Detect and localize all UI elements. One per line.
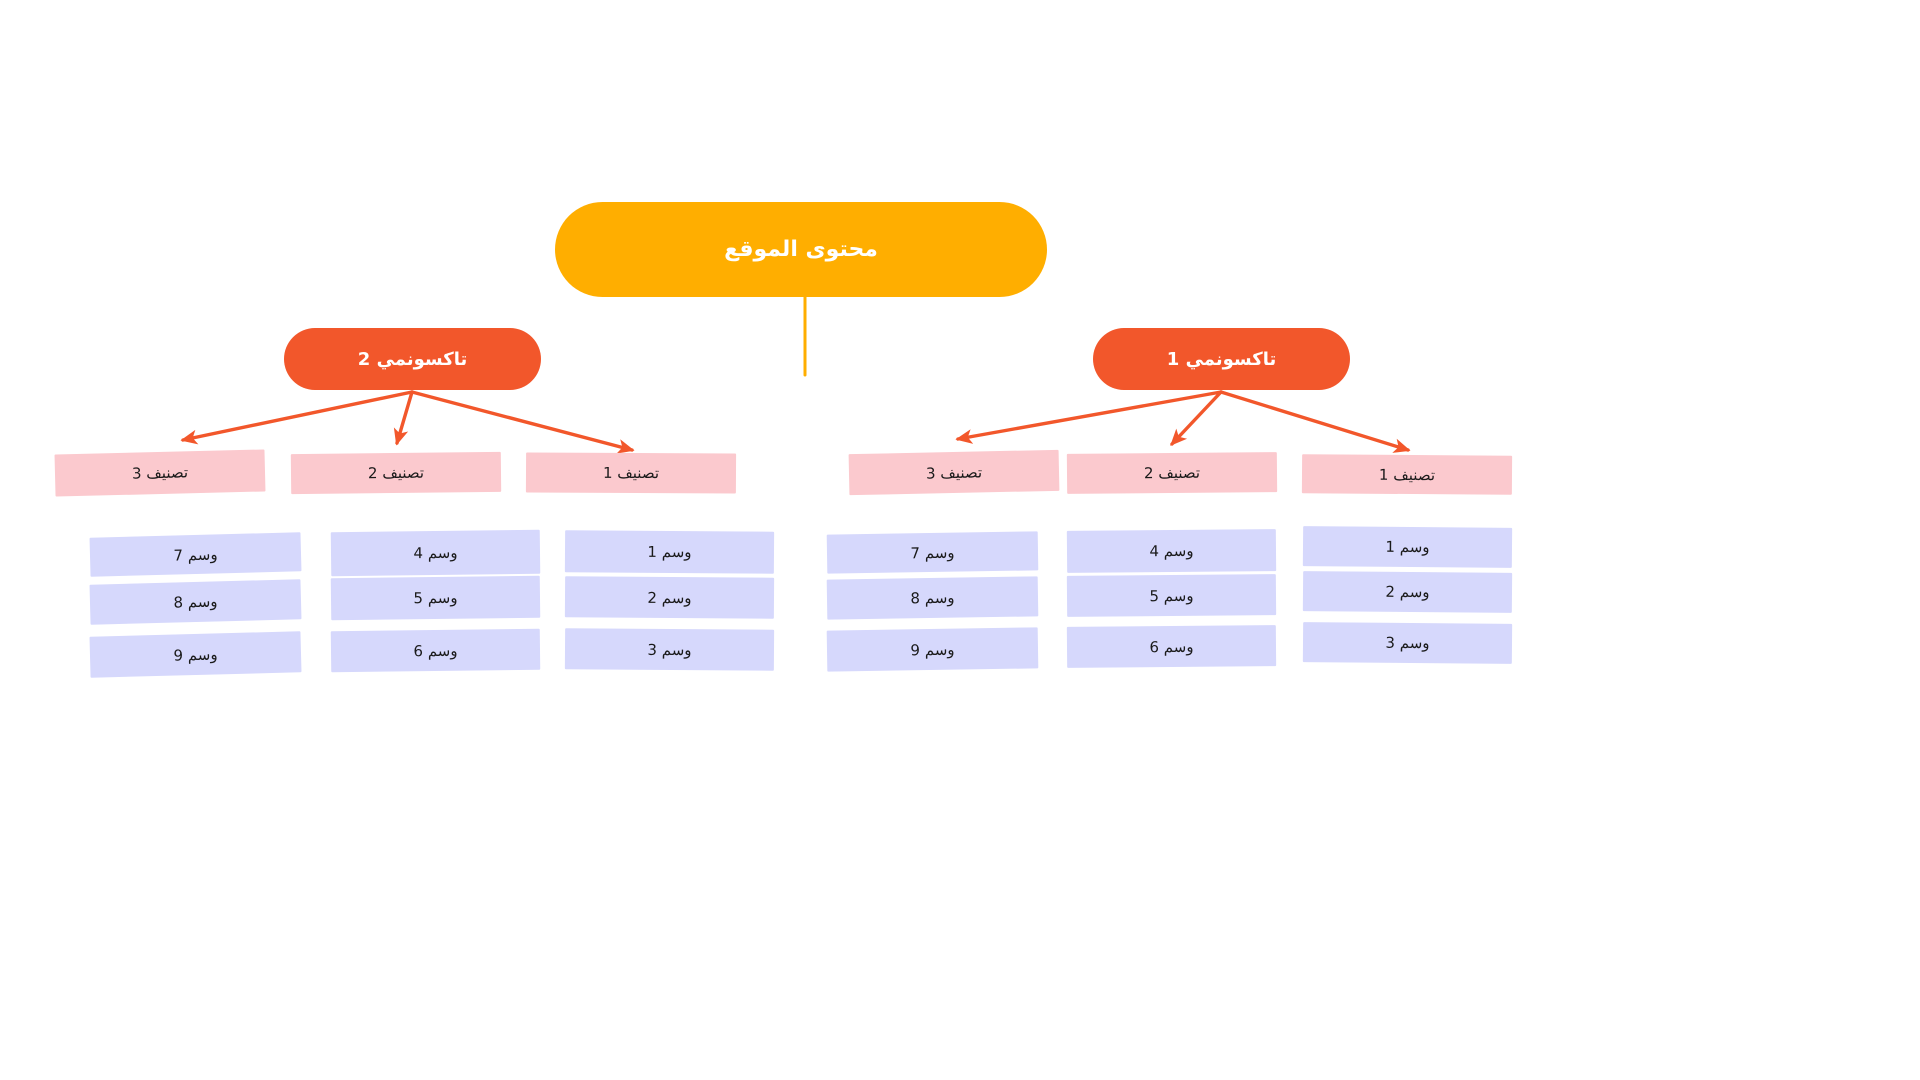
tag-box-label: وسم 2: [1385, 582, 1430, 602]
classification-box-label: تصنيف 3: [131, 463, 189, 483]
tag-box-label: وسم 7: [173, 544, 218, 565]
classification-box-label: تصنيف 1: [602, 463, 660, 483]
tag-box[interactable]: وسم 8: [89, 579, 302, 625]
tag-box-label: وسم 3: [1385, 633, 1430, 653]
root-node[interactable]: محتوى الموقع: [555, 202, 1047, 297]
taxonomy-node-1[interactable]: تاكسونمي 2: [284, 328, 541, 390]
classification-box[interactable]: تصنيف 1: [1301, 454, 1513, 495]
tag-box-label: وسم 3: [647, 640, 692, 659]
tag-box-label: وسم 7: [910, 543, 955, 562]
tag-box[interactable]: وسم 4: [1066, 529, 1277, 573]
tag-box[interactable]: وسم 3: [564, 628, 775, 671]
tag-box-label: وسم 5: [1149, 586, 1194, 605]
tag-box[interactable]: وسم 9: [89, 631, 302, 678]
tag-box[interactable]: وسم 5: [330, 575, 541, 621]
taxonomy-node-2[interactable]: تاكسونمي 1: [1093, 328, 1350, 390]
classification-box[interactable]: تصنيف 3: [848, 449, 1060, 496]
classification-box-label: تصنيف 2: [367, 463, 425, 483]
tag-box[interactable]: وسم 5: [1066, 574, 1277, 617]
tag-box-label: وسم 1: [647, 542, 692, 562]
tag-box-label: وسم 4: [1149, 541, 1194, 561]
tag-box[interactable]: وسم 7: [89, 532, 302, 577]
classification-box[interactable]: تصنيف 1: [525, 452, 737, 494]
tag-box-label: وسم 6: [1149, 637, 1194, 656]
tag-box[interactable]: وسم 6: [1066, 625, 1277, 668]
tag-box-label: وسم 9: [173, 644, 218, 665]
tag-box-label: وسم 8: [173, 592, 218, 612]
tag-box-label: وسم 6: [413, 641, 458, 660]
tag-box[interactable]: وسم 1: [564, 530, 775, 574]
arrow-left-to-classification-1: [410, 390, 635, 454]
arrow-left-to-classification-3: [180, 390, 414, 445]
tag-box[interactable]: وسم 1: [1302, 526, 1513, 568]
classification-box-label: تصنيف 1: [1378, 465, 1436, 484]
tag-box[interactable]: وسم 9: [826, 627, 1039, 672]
tag-box-label: وسم 1: [1385, 537, 1430, 557]
tag-box-label: وسم 4: [413, 543, 458, 563]
root-node-label: محتوى الموقع: [724, 237, 878, 262]
classification-box[interactable]: تصنيف 2: [290, 451, 502, 495]
tag-box-label: وسم 5: [413, 588, 458, 608]
taxonomy-node-1-label: تاكسونمي 2: [357, 348, 468, 370]
arrow-left-to-classification-2: [393, 390, 414, 446]
classification-box[interactable]: تصنيف 2: [1066, 452, 1278, 494]
classification-box-label: تصنيف 3: [925, 462, 983, 483]
tag-box-label: وسم 9: [910, 640, 955, 659]
tag-box[interactable]: وسم 8: [826, 576, 1039, 620]
tag-box[interactable]: وسم 6: [330, 628, 541, 673]
tag-box[interactable]: وسم 4: [330, 529, 541, 577]
arrow-right-to-classification-3: [955, 390, 1223, 444]
classification-box[interactable]: تصنيف 3: [54, 449, 266, 497]
tag-box-label: وسم 2: [647, 588, 692, 607]
taxonomy-node-2-label: تاكسونمي 1: [1166, 348, 1277, 370]
tag-box[interactable]: وسم 7: [826, 531, 1039, 574]
tag-box[interactable]: وسم 3: [1302, 622, 1513, 664]
tag-box[interactable]: وسم 2: [1302, 571, 1513, 613]
classification-box-label: تصنيف 2: [1143, 463, 1201, 483]
tag-box-label: وسم 8: [910, 588, 955, 608]
arrow-right-to-classification-1: [1219, 390, 1411, 453]
tag-box[interactable]: وسم 2: [564, 576, 775, 619]
arrow-right-to-classification-2: [1170, 390, 1223, 446]
